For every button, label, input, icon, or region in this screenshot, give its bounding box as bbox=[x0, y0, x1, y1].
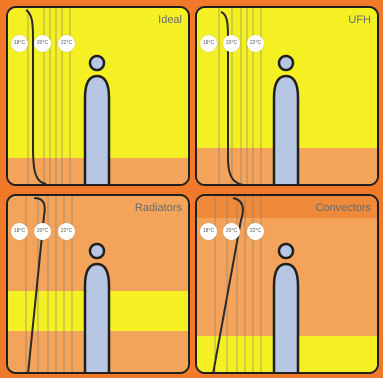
panel-radiators: Radiators 18°C 20°C 22°C bbox=[6, 194, 190, 374]
ideal-heat-diagram bbox=[8, 8, 190, 186]
convectors-heat-diagram bbox=[197, 196, 379, 374]
temperature-badge: 22°C bbox=[247, 223, 264, 240]
panel-ideal: Ideal 18°C 20°C 22°C bbox=[6, 6, 190, 186]
temperature-badge: 18°C bbox=[200, 35, 217, 52]
temperature-badge: 22°C bbox=[58, 35, 75, 52]
panel-title: Ideal bbox=[158, 14, 182, 26]
temperature-badge: 18°C bbox=[200, 223, 217, 240]
radiators-heat-diagram bbox=[8, 196, 190, 374]
temperature-badge: 20°C bbox=[34, 223, 51, 240]
panel-title: UFH bbox=[348, 14, 371, 26]
temperature-badge: 18°C bbox=[11, 223, 28, 240]
ufh-heat-diagram bbox=[197, 8, 379, 186]
panel-title: Convectors bbox=[315, 202, 371, 214]
temperature-badge: 22°C bbox=[58, 223, 75, 240]
panel-ufh: UFH 18°C 20°C 22°C bbox=[195, 6, 379, 186]
temperature-badge: 20°C bbox=[34, 35, 51, 52]
temperature-badge: 22°C bbox=[247, 35, 264, 52]
temperature-badge: 20°C bbox=[223, 223, 240, 240]
temperature-badge: 18°C bbox=[11, 35, 28, 52]
panel-title: Radiators bbox=[135, 202, 182, 214]
temperature-badge: 20°C bbox=[223, 35, 240, 52]
panel-convectors: Convectors 18°C 20°C 22°C bbox=[195, 194, 379, 374]
